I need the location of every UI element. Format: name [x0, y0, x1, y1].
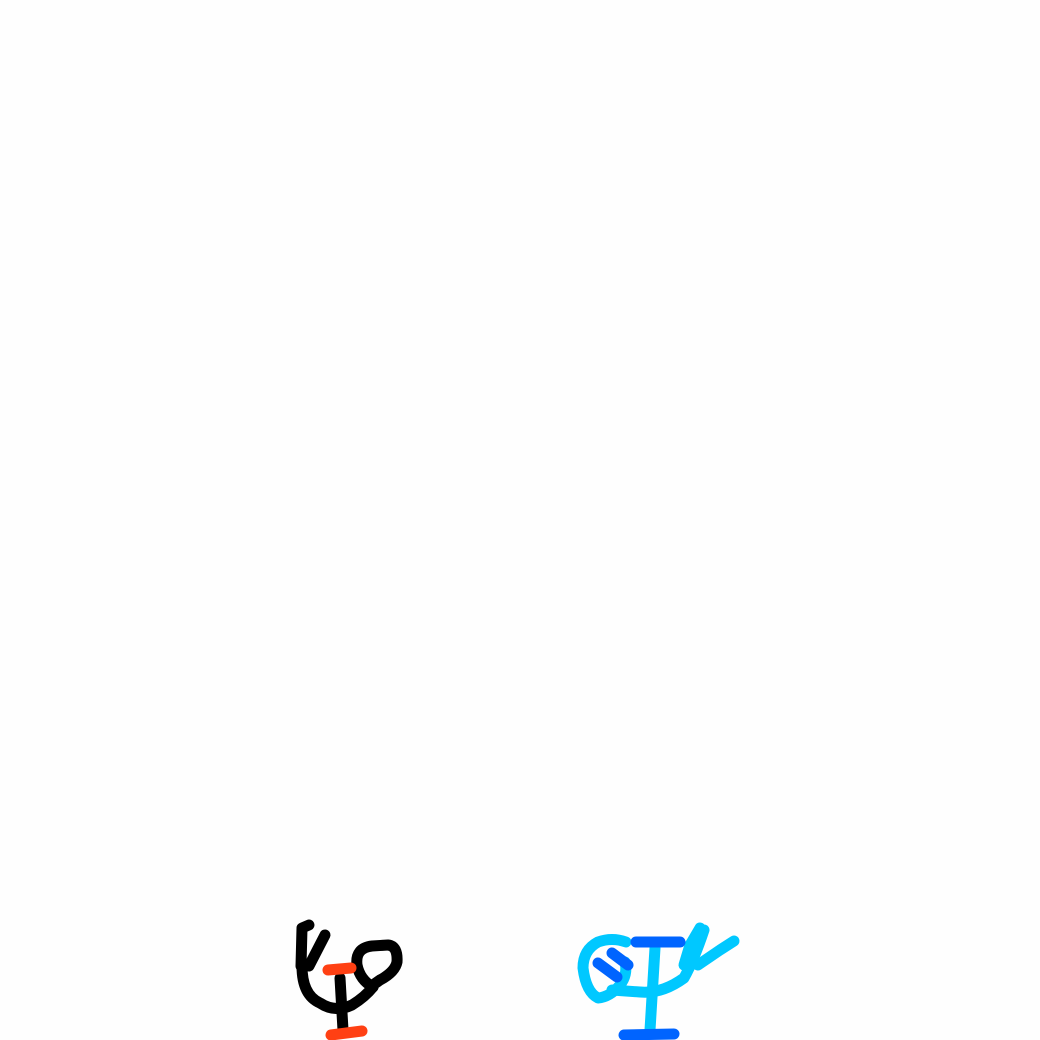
cyan-stroke — [644, 942, 661, 1036]
black-stroke — [296, 960, 379, 1014]
red-stroke — [325, 1025, 368, 1040]
left-doodle — [295, 919, 403, 1040]
black-stroke — [351, 939, 403, 993]
blue-stroke — [618, 1028, 680, 1040]
black-stroke — [303, 929, 331, 972]
blue-stroke — [606, 947, 634, 971]
red-stroke — [322, 962, 357, 976]
right-doodle — [577, 922, 740, 1040]
black-stroke — [334, 972, 349, 1036]
cyan-stroke — [692, 935, 740, 971]
cyan-stroke — [577, 934, 632, 1004]
black-stroke — [295, 919, 315, 972]
blue-stroke — [592, 957, 623, 983]
cyan-stroke — [678, 922, 706, 971]
